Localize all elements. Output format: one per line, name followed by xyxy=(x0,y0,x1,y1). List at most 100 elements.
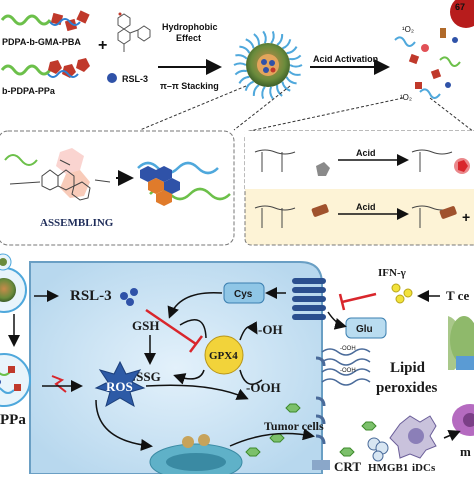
er-to-membrane-arrow xyxy=(229,428,315,447)
corona-spike xyxy=(289,64,303,68)
callout-line-left-a xyxy=(139,85,247,131)
laser-lightning-icon xyxy=(51,375,67,393)
rsl3-molecule-icon xyxy=(117,12,151,52)
ros-burst-icon xyxy=(94,360,146,408)
ifn-inhibition-bar xyxy=(338,293,346,311)
corona-spike xyxy=(234,69,248,76)
corona-spike xyxy=(276,84,283,97)
corona-spike xyxy=(288,54,302,61)
hmgb1-label: HMGB1 xyxy=(368,462,408,474)
idcs-label: iDCs xyxy=(412,462,436,474)
mature-dendritic-cell-icon xyxy=(452,404,474,436)
m-label: m xyxy=(460,444,471,459)
arrow2-label: Acid Activation xyxy=(313,54,378,64)
corona-spike xyxy=(253,33,260,46)
tcell-label: T ce xyxy=(446,288,469,303)
arrow1-label-line2: Effect xyxy=(176,33,201,43)
acid-label-2: Acid xyxy=(356,202,376,212)
lipid-label-line2: peroxides xyxy=(376,380,438,396)
gpx4-label: GPX4 xyxy=(209,350,238,362)
endosome-nanoparticle-icon xyxy=(0,253,27,313)
rsl3-inhibition-bar xyxy=(189,335,203,353)
corona-spike xyxy=(262,30,267,44)
endoplasmic-reticulum-icon xyxy=(149,434,243,479)
glu-label: Glu xyxy=(356,324,373,335)
ooh-small-label-2: -OOH xyxy=(340,368,356,374)
polymer-gma-pba-chain xyxy=(0,10,90,32)
corona-spike xyxy=(270,31,275,44)
lipid-label-line1: Lipid xyxy=(390,360,426,376)
callout-line-left-b xyxy=(233,85,291,131)
singlet-oxygen-label: ¹O₂ xyxy=(402,25,414,34)
ros-label: ROS xyxy=(106,379,133,394)
gpx4-arc-top-left xyxy=(179,319,207,339)
corona-spike xyxy=(282,39,292,50)
corona-spike xyxy=(252,84,260,96)
gpx4-arc-top-right xyxy=(239,321,258,341)
membrane-receptors-icon xyxy=(315,356,326,445)
gpx4-arc-bottom-right xyxy=(239,369,263,385)
rsl3-top-label: RSL-3 xyxy=(122,74,148,84)
cys-box xyxy=(223,282,265,304)
polymer-ppa-label: b-PDPA-PPa xyxy=(2,86,56,96)
ifn-gamma-label: IFN-γ xyxy=(378,267,406,279)
corona-spike xyxy=(285,76,297,85)
singlet-oxygen-label-2: ¹O₂ xyxy=(400,93,412,102)
dissociated-nanoparticle-icon xyxy=(0,353,31,407)
cys-label: Cys xyxy=(234,289,253,300)
assembling-label: ASSEMBLING xyxy=(40,217,114,229)
tumor-cells-label: Tumor cells xyxy=(264,419,324,433)
corona-spike xyxy=(235,54,248,60)
corona-spike xyxy=(233,62,247,66)
corner-label: 67 xyxy=(455,2,465,12)
rsl3-bottom-label: RSL-3 xyxy=(70,288,112,304)
ooh-label: -OOH xyxy=(246,380,281,395)
corona-spike xyxy=(281,81,291,92)
corona-spike xyxy=(244,80,254,91)
gpx4-enzyme xyxy=(204,335,244,375)
ifn-gamma-particles-icon xyxy=(391,283,413,304)
lipid-chains-icon xyxy=(321,348,371,386)
corona-spike xyxy=(238,75,250,84)
idc-maturation-arrow xyxy=(443,430,461,442)
corner-laser-badge xyxy=(450,0,474,28)
ifn-inhibition-line xyxy=(341,292,377,304)
rsl3-spheres-icon xyxy=(120,288,138,306)
disassembled-fragments xyxy=(394,28,461,99)
assembling-structure-icon xyxy=(4,148,231,206)
crt-marker xyxy=(312,460,330,470)
ros-to-er-arrow xyxy=(95,399,153,451)
oh-label: -OH xyxy=(258,322,283,337)
polymer-ppa-chain xyxy=(0,58,90,78)
arrow1-label-line3: π–π Stacking xyxy=(160,81,219,91)
ros-to-lipid-arrow xyxy=(145,384,249,400)
corona-spike xyxy=(286,46,298,55)
tcell-receptor-icon xyxy=(448,316,474,370)
plus-sign: + xyxy=(98,37,107,54)
corona-spike xyxy=(276,34,284,46)
corona-spike xyxy=(269,86,274,100)
cys-to-gsh-arrow xyxy=(167,291,223,319)
callout-line-right-a xyxy=(244,97,404,133)
corona-spike xyxy=(261,86,266,99)
gpx4-arc-bottom-left xyxy=(173,369,205,385)
acid-reaction-1 xyxy=(254,149,470,176)
crt-label: CRT xyxy=(334,459,361,474)
callout-line-right-b xyxy=(429,97,474,133)
glu-export-arrow xyxy=(327,311,347,330)
ppa-label: PPa xyxy=(0,412,26,428)
acid-reaction-2 xyxy=(254,204,457,228)
rsl3-sphere-icon xyxy=(107,73,117,83)
corona-spike xyxy=(245,38,255,49)
acid-label-1: Acid xyxy=(356,148,376,158)
rsl3-inhibition-line xyxy=(145,308,197,346)
polymer-gma-pba-label: PDPA-b-GMA-PBA xyxy=(2,37,81,47)
gsh-label: GSH xyxy=(132,318,159,333)
nanoparticle-icon xyxy=(233,30,303,100)
ooh-small-label-1: -OOH xyxy=(340,346,356,352)
corona-spike xyxy=(239,45,251,54)
hmgb1-icon xyxy=(367,437,389,462)
immature-dendritic-cell-icon xyxy=(389,415,437,459)
crt-hexagons-icon xyxy=(245,403,377,457)
